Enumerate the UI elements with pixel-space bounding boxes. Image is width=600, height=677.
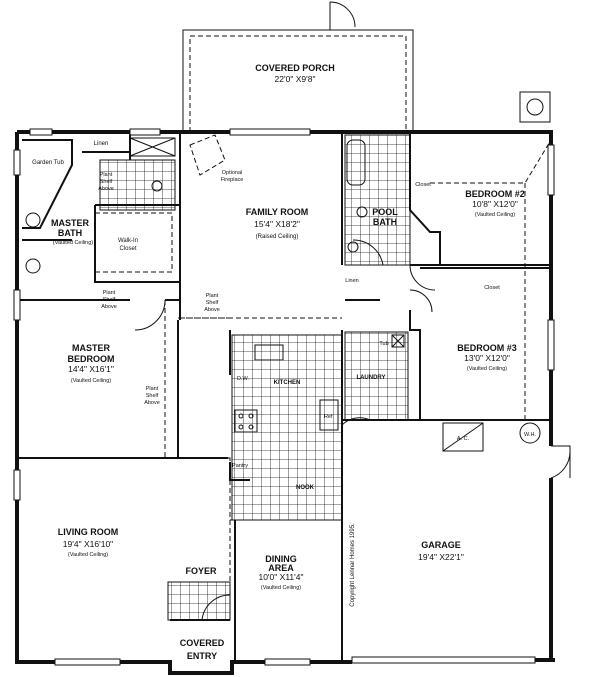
hall-linen-label: Linen: [345, 278, 358, 284]
master-bath-tile: [99, 159, 176, 211]
plant-shelf-label: Above: [98, 186, 114, 192]
family-room-note: (Raised Ceiling): [256, 234, 299, 240]
bedroom3-note: (Vaulted Ceiling): [467, 366, 507, 372]
garage-label: GARAGE: [421, 540, 461, 550]
master-bedroom-label: MASTER: [72, 343, 111, 353]
plant-shelf-label: Shelf: [206, 300, 219, 306]
covered-porch: [182, 1, 551, 132]
pool-bath-door: [352, 239, 384, 266]
foyer-tile: [167, 581, 231, 621]
exterior-equipment-pad: [519, 91, 551, 123]
pantry-label: Pantry: [232, 463, 248, 469]
garden-tub-label: Garden Tub: [32, 160, 64, 166]
nook-label: NOOK: [296, 485, 315, 491]
tub-label: Tub: [379, 341, 388, 347]
plant-shelf-label: Plant: [206, 293, 219, 299]
plant-shelf-label: Shelf: [100, 179, 113, 185]
porch-door[interactable]: [329, 1, 356, 30]
ac-unit-icon: [442, 422, 484, 452]
plant-shelf-label: Plant: [100, 172, 113, 178]
front-door: [201, 594, 231, 621]
porch-size: 22'0" X9'8": [275, 74, 316, 84]
bedroom3-closet-label: Closet: [484, 285, 500, 291]
master-bath-label: BATH: [58, 228, 82, 238]
plant-shelf-label: Above: [101, 304, 117, 310]
dining-note: (Vaulted Ceiling): [261, 585, 301, 591]
kitchen-label: KITCHEN: [274, 380, 301, 386]
stove-icon: [234, 409, 258, 433]
master-door: [134, 299, 166, 331]
laundry-label: LAUNDRY: [356, 375, 385, 381]
garage-door: [351, 656, 536, 664]
pool-bath-label: BATH: [373, 217, 397, 227]
walk-in-closet-label: Walk-In: [118, 238, 138, 244]
plant-shelf-label: Above: [204, 307, 220, 313]
laundry-tub-icon: [391, 334, 405, 348]
family-room-label: FAMILY ROOM: [246, 207, 309, 217]
sink-icon: [25, 212, 41, 228]
kitchen-sink-icon: [254, 344, 284, 361]
room-labels: COVERED PORCH 22'0" X9'8" FAMILY ROOM 15…: [32, 63, 536, 661]
refrigerator-label: Ref.: [324, 414, 335, 420]
bedroom3-label: BEDROOM #3: [457, 343, 517, 353]
porch-label: COVERED PORCH: [255, 63, 335, 73]
plant-shelf-label: Shelf: [103, 297, 116, 303]
ac-label: A. C.: [457, 436, 470, 442]
windows[interactable]: [13, 128, 555, 666]
living-room-note: (Vaulted Ceiling): [68, 552, 108, 558]
plant-shelf-label: Shelf: [146, 393, 159, 399]
shower-icon: [129, 137, 176, 157]
master-bath-label: MASTER: [51, 218, 90, 228]
master-bedroom-label: BEDROOM: [68, 354, 115, 364]
interior-walls: [17, 132, 551, 662]
covered-entry-label: ENTRY: [187, 651, 217, 661]
toilet-icon: [356, 206, 368, 218]
foyer-label: FOYER: [185, 566, 217, 576]
copyright-text: Copyright Lennar Homes 1995.: [350, 523, 356, 607]
covered-entry-label: COVERED: [180, 638, 225, 648]
pool-bath-tile: [344, 134, 411, 266]
dishwasher-label: D.W.: [237, 376, 249, 382]
fixtures: [25, 137, 541, 452]
fireplace-label: Fireplace: [221, 177, 244, 183]
dashed-lines: [95, 134, 552, 600]
master-bath-note: (Vaulted Ceiling): [53, 240, 93, 246]
living-room-size: 19'4" X16'10": [63, 539, 113, 549]
bedroom2-closet-label: Closet: [415, 182, 431, 188]
equipment-circle-icon: [526, 98, 544, 116]
master-bedroom-note: (Vaulted Ceiling): [71, 378, 111, 384]
dining-label: AREA: [268, 563, 294, 573]
plant-shelf-label: Plant: [103, 290, 116, 296]
toilet-icon: [151, 180, 163, 192]
fireplace-label: Optional: [222, 170, 243, 176]
kitchen-nook-tile: [231, 334, 343, 521]
living-room-label: LIVING ROOM: [58, 527, 119, 537]
garage-entry-door: [341, 417, 371, 450]
dining-label: DINING: [265, 554, 297, 564]
sink-icon: [347, 241, 359, 253]
refrigerator-icon: [319, 399, 339, 431]
master-bedroom-size: 14'4" X16'1": [68, 364, 114, 374]
bedroom2-label: BEDROOM #2: [465, 189, 525, 199]
bedroom-doors: [409, 264, 436, 313]
garage-side-door: [550, 445, 571, 479]
bedroom2-note: (Vaulted Ceiling): [475, 212, 515, 218]
doors[interactable]: [134, 239, 571, 621]
garage-size: 19'4" X22'1": [418, 552, 464, 562]
walk-in-closet-label: Closet: [119, 246, 136, 252]
sink-icon: [25, 258, 41, 274]
pool-bath-label: POOL: [372, 207, 398, 217]
water-heater-icon: [519, 422, 541, 444]
dining-size: 10'0" X11'4": [258, 572, 303, 582]
bedroom2-size: 10'8" X12'0": [472, 199, 518, 209]
bathtub-icon: [346, 139, 366, 186]
master-linen-label: Linen: [94, 141, 109, 147]
family-room-size: 15'4" X18'2": [254, 219, 300, 229]
plant-shelf-label: Plant: [146, 386, 159, 392]
bedroom3-size: 13'0" X12'0": [464, 353, 510, 363]
water-heater-label: W.H.: [524, 432, 536, 438]
plant-shelf-label: Above: [144, 400, 160, 406]
